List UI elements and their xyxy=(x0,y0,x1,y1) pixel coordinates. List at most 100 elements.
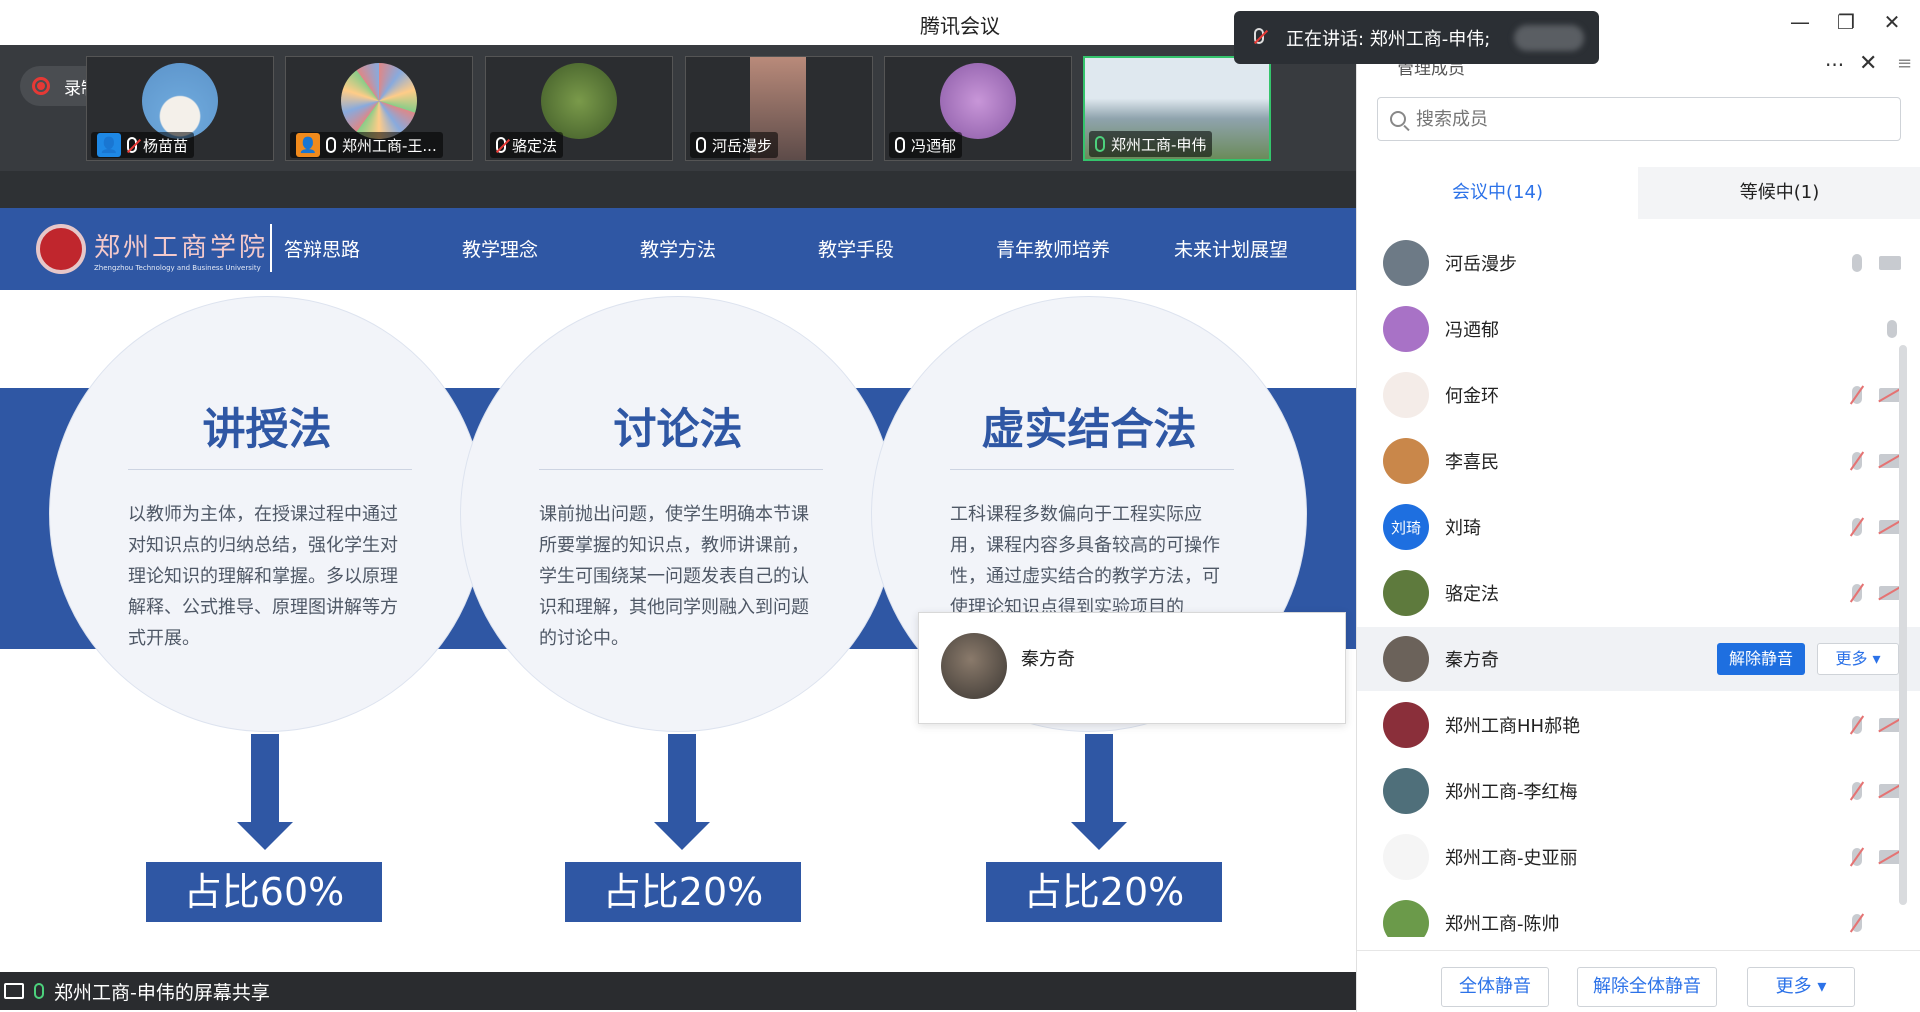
seal-icon xyxy=(36,224,86,274)
avatar xyxy=(1383,900,1429,937)
member-row[interactable]: 秦方奇 解除静音更多 ▾ xyxy=(1357,627,1920,691)
logo-subtext: Zhengzhou Technology and Business Univer… xyxy=(94,263,261,272)
restore-button[interactable]: ❐ xyxy=(1837,10,1855,34)
slide-nav-item: 教学方法 xyxy=(640,239,717,261)
search-input[interactable] xyxy=(1416,108,1876,130)
avatar xyxy=(1383,306,1429,352)
member-name: 郑州工商HH郝艳 xyxy=(1445,716,1581,737)
minimize-button[interactable]: — xyxy=(1790,10,1810,34)
member-row[interactable]: 郑州工商-陈帅 xyxy=(1357,891,1920,937)
avatar xyxy=(142,63,218,139)
slide-nav-item: 青年教师培养 xyxy=(996,239,1111,261)
tile-name: 骆定法 xyxy=(512,136,558,155)
member-popup: 秦方奇 xyxy=(918,612,1346,724)
mic-muted-icon[interactable] xyxy=(1852,914,1862,932)
member-list-scrollbar[interactable] xyxy=(1899,345,1907,905)
tile-nameplate: 河岳漫步 xyxy=(690,132,779,158)
mic-muted-icon xyxy=(496,137,506,153)
member-row[interactable]: 冯迺郁 xyxy=(1357,297,1920,361)
video-tile-active[interactable]: 郑州工商-申伟 xyxy=(1083,56,1271,161)
mic-muted-icon[interactable] xyxy=(1852,716,1862,734)
unmute-all-button[interactable]: 解除全体静音 xyxy=(1577,967,1717,1007)
close-panel-button[interactable]: ✕ xyxy=(1859,51,1878,76)
speaking-indicator: 正在讲话: 郑州工商-申伟; xyxy=(1234,11,1599,64)
camera-off-icon[interactable] xyxy=(1879,388,1901,402)
member-row[interactable]: 河岳漫步 xyxy=(1357,231,1920,295)
tile-name: 冯迺郁 xyxy=(911,136,957,155)
popup-member-name: 秦方奇 xyxy=(1021,649,1075,670)
camera-off-icon[interactable] xyxy=(1879,520,1901,534)
user-icon: 👤 xyxy=(97,133,121,157)
mic-icon xyxy=(696,137,706,153)
mic-muted-icon[interactable] xyxy=(1852,782,1862,800)
unmute-member-button[interactable]: 解除静音 xyxy=(1717,643,1805,675)
camera-off-icon[interactable] xyxy=(1879,850,1901,864)
user-icon: 👤 xyxy=(296,133,320,157)
slide-nav-item: 未来计划展望 xyxy=(1174,239,1289,261)
member-row[interactable]: 李喜民 xyxy=(1357,429,1920,493)
panel-header: 管理成员 ··· ✕ ≡ xyxy=(1357,45,1920,85)
member-panel: 管理成员 ··· ✕ ≡ 会议中(14) 等候中(1) 河岳漫步冯迺郁何金环李喜… xyxy=(1356,45,1920,1012)
tile-name: 郑州工商-王... xyxy=(342,136,437,155)
title-bar: 腾讯会议 — ❐ ✕ xyxy=(0,0,1920,45)
mic-icon[interactable] xyxy=(1852,254,1862,272)
tile-name: 杨苗苗 xyxy=(143,136,189,155)
more-button[interactable]: 更多 ▾ xyxy=(1747,967,1855,1007)
member-name: 骆定法 xyxy=(1445,584,1499,605)
record-icon xyxy=(32,77,50,95)
tile-nameplate: 郑州工商-申伟 xyxy=(1089,131,1213,157)
mic-muted-icon[interactable] xyxy=(1852,584,1862,602)
close-window-button[interactable]: ✕ xyxy=(1883,10,1901,34)
member-row[interactable]: 郑州工商-史亚丽 xyxy=(1357,825,1920,889)
divider xyxy=(128,469,412,470)
mic-icon xyxy=(895,137,905,153)
member-row[interactable]: 郑州工商-李红梅 xyxy=(1357,759,1920,823)
mic-muted-icon[interactable] xyxy=(1852,452,1862,470)
avatar xyxy=(1383,768,1429,814)
member-name: 冯迺郁 xyxy=(1445,320,1499,341)
avatar xyxy=(1383,438,1429,484)
member-row[interactable]: 骆定法 xyxy=(1357,561,1920,625)
mute-all-button[interactable]: 全体静音 xyxy=(1441,967,1549,1007)
camera-off-icon[interactable] xyxy=(1879,454,1901,468)
method-circle: 讲授法 以教师为主体，在授课过程中通过对知识点的归纳总结，强化学生对理论知识的理… xyxy=(49,296,485,732)
tile-name: 郑州工商-申伟 xyxy=(1111,135,1207,154)
down-arrow-icon xyxy=(1071,734,1127,850)
menu-icon[interactable]: ≡ xyxy=(1897,53,1913,74)
tab-waiting[interactable]: 等候中(1) xyxy=(1739,182,1820,203)
tab-in-meeting[interactable]: 会议中(14) xyxy=(1357,167,1638,219)
camera-off-icon[interactable] xyxy=(1879,586,1901,600)
camera-off-icon[interactable] xyxy=(1879,718,1901,732)
slide-nav-item: 教学理念 xyxy=(462,239,539,261)
tile-nameplate: 👤 郑州工商-王... xyxy=(290,132,443,158)
screen-share-info: 郑州工商-申伟的屏幕共享 xyxy=(0,973,270,1009)
avatar xyxy=(1383,702,1429,748)
video-tile[interactable]: 冯迺郁 xyxy=(884,56,1072,161)
video-tile[interactable]: 骆定法 xyxy=(485,56,673,161)
member-name: 秦方奇 xyxy=(1445,650,1499,671)
mic-muted-icon[interactable] xyxy=(1852,518,1862,536)
camera-icon[interactable] xyxy=(1879,256,1901,270)
member-tabs: 会议中(14) 等候中(1) xyxy=(1357,167,1920,219)
avatar: 刘琦 xyxy=(1383,504,1429,550)
member-more-button[interactable]: 更多 ▾ xyxy=(1817,643,1899,675)
down-arrow-icon xyxy=(654,734,710,850)
window-controls: — ❐ ✕ xyxy=(1786,8,1906,36)
down-arrow-icon xyxy=(237,734,293,850)
camera-off-icon[interactable] xyxy=(1879,784,1901,798)
member-row[interactable]: 郑州工商HH郝艳 xyxy=(1357,693,1920,757)
mic-muted-icon[interactable] xyxy=(1852,848,1862,866)
logo-text: 郑州工商学院 xyxy=(94,232,269,263)
mic-muted-icon[interactable] xyxy=(1852,386,1862,404)
video-tile[interactable]: 👤 郑州工商-王... xyxy=(285,56,473,161)
member-name: 郑州工商-史亚丽 xyxy=(1445,848,1578,869)
member-row[interactable]: 何金环 xyxy=(1357,363,1920,427)
video-tile[interactable]: 河岳漫步 xyxy=(685,56,873,161)
panel-title: 管理成员 xyxy=(1397,59,1465,79)
video-tile[interactable]: 👤 杨苗苗 xyxy=(86,56,274,161)
tile-nameplate: 👤 杨苗苗 xyxy=(91,132,195,158)
member-row[interactable]: 刘琦刘琦 xyxy=(1357,495,1920,559)
avatar xyxy=(1383,834,1429,880)
mic-icon[interactable] xyxy=(1887,320,1897,338)
more-options-icon[interactable]: ··· xyxy=(1825,53,1845,77)
